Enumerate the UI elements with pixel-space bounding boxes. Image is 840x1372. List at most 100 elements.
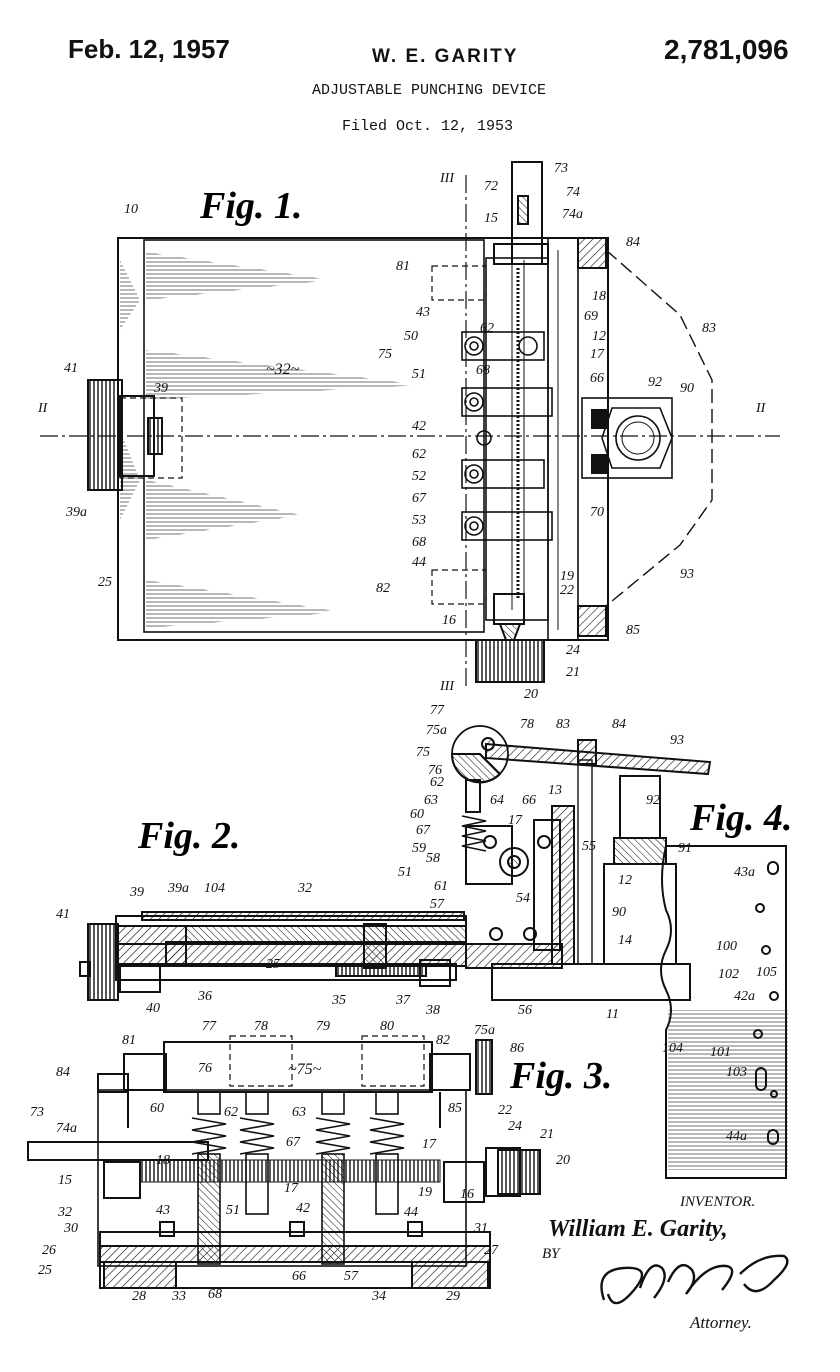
label-90: 90 [680,381,694,396]
label-25: 25 [38,1263,52,1278]
label-17: 17 [590,347,605,362]
label-102: 102 [718,967,739,982]
figure-3-title: Fig. 3. [509,1055,612,1097]
label-69: 69 [584,309,598,324]
label-22: 22 [498,1103,512,1118]
label-55: 55 [582,839,596,854]
figure-2-labels: Fig. 2. 77 75a 78 83 84 93 75 76 62 63 6… [56,703,692,1022]
label-39a: 39a [167,881,189,896]
label-25: 25 [98,575,112,590]
label-51: 51 [398,865,412,880]
figure-1-labels: Fig. 1. 10 73 72 74 74a 15 84 81 43 18 6… [37,161,767,702]
label-93: 93 [670,733,684,748]
label-64: 64 [490,793,504,808]
patent-title: ADJUSTABLE PUNCHING DEVICE [312,82,547,99]
label-75a: 75a [426,723,447,738]
label-84: 84 [56,1065,70,1080]
filed-date: Filed Oct. 12, 1953 [342,118,514,135]
label-25: 25 [266,957,280,972]
figure-4 [660,845,788,1179]
label-76: 76 [198,1061,212,1076]
label-57: 57 [430,897,445,912]
label-74a: 74a [56,1121,77,1136]
label-18: 18 [156,1153,170,1168]
label-60: 60 [150,1101,164,1116]
label-40: 40 [146,1001,160,1016]
label-75a: 75a [474,1023,495,1038]
label-31: 31 [473,1221,488,1236]
label-21: 21 [566,665,580,680]
label-77: 77 [430,703,445,718]
label-24: 24 [508,1119,522,1134]
label-81: 81 [122,1033,136,1048]
label-63: 63 [424,793,438,808]
label-77: 77 [202,1019,217,1034]
label-66: 66 [522,793,536,808]
label-50: 50 [404,329,418,344]
label-62b: 62 [412,447,426,462]
label-39a: 39a [65,505,87,520]
label-66: 66 [590,371,604,386]
label-26: 26 [42,1243,56,1258]
label-82: 82 [436,1033,450,1048]
label-30: 30 [63,1221,78,1236]
patent-date: Feb. 12, 1957 [68,34,230,64]
label-82: 82 [376,581,390,596]
section-mark-iii-bottom: III [439,679,455,694]
label-57: 57 [344,1269,359,1284]
label-43: 43 [156,1203,170,1218]
by-label: BY [542,1246,561,1262]
section-mark-ii-right: II [755,401,767,416]
label-16: 16 [460,1187,474,1202]
label-37: 37 [395,993,411,1008]
label-62: 62 [224,1105,238,1120]
label-78: 78 [254,1019,268,1034]
label-61: 61 [434,879,448,894]
figure-3 [27,1035,541,1289]
label-42: 42 [412,419,426,434]
label-75: 75 [378,347,392,362]
label-36: 36 [197,989,212,1004]
label-32: ~32~ [266,361,300,378]
label-62: 62 [430,775,444,790]
label-15: 15 [58,1173,72,1188]
label-91: 91 [678,841,692,856]
label-42: 42 [296,1201,310,1216]
label-90: 90 [612,905,626,920]
attorney-label: Attorney. [689,1313,752,1332]
label-83: 83 [556,717,570,732]
label-19: 19 [560,569,574,584]
label-41: 41 [64,361,78,376]
label-74: 74 [566,185,580,200]
label-70: 70 [590,505,604,520]
label-56: 56 [518,1003,532,1018]
label-39: 39 [129,885,144,900]
label-17: 17 [508,813,523,828]
label-29: 29 [446,1289,460,1304]
label-24: 24 [566,643,580,658]
label-78: 78 [520,717,534,732]
label-68b: 68 [412,535,426,550]
label-104: 104 [662,1041,683,1056]
label-81: 81 [396,259,410,274]
label-20: 20 [524,687,538,702]
label-44: 44 [412,555,426,570]
label-79: 79 [316,1019,330,1034]
label-34: 34 [371,1289,386,1304]
label-13: 13 [548,783,562,798]
label-17a: 17 [422,1137,437,1152]
label-83: 83 [702,321,716,336]
label-15: 15 [484,211,498,226]
label-74a: 74a [562,207,583,222]
label-84: 84 [612,717,626,732]
section-mark-ii-left: II [37,401,49,416]
inventor-signature-name: William E. Garity, [548,1216,728,1242]
label-76: 76 [428,763,442,778]
label-67: 67 [286,1135,301,1150]
label-58: 58 [426,851,440,866]
label-85: 85 [626,623,640,638]
label-72: 72 [484,179,498,194]
label-32: 32 [297,881,312,896]
label-80: 80 [380,1019,394,1034]
figure-1-title: Fig. 1. [199,185,302,227]
